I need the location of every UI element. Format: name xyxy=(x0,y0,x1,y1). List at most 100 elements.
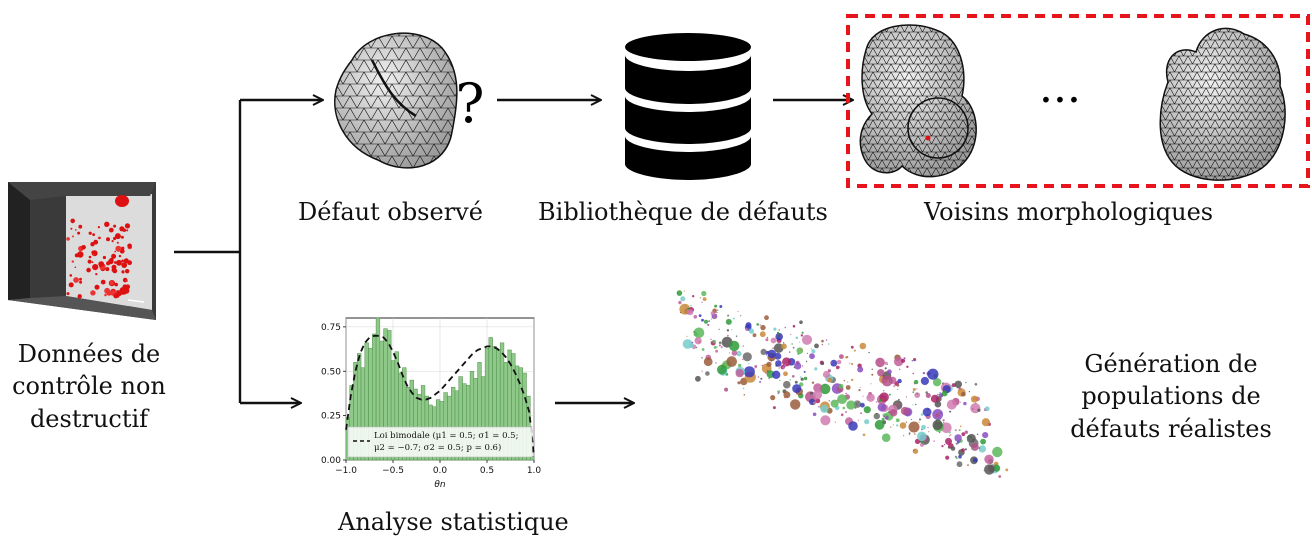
population-defect xyxy=(796,382,798,384)
ct-defect xyxy=(66,292,70,296)
population-defect xyxy=(699,297,702,299)
population-defect xyxy=(888,408,891,411)
ct-defect xyxy=(113,293,119,299)
population-defect xyxy=(745,322,752,329)
ct-defect-cloud xyxy=(66,195,133,299)
ct-defect xyxy=(115,195,129,207)
population-defect xyxy=(790,333,792,335)
population-defect xyxy=(857,419,860,421)
population-defect xyxy=(695,375,701,382)
population-defect xyxy=(702,297,707,301)
population-defect xyxy=(896,384,900,387)
database-icon xyxy=(625,33,751,180)
population-defect xyxy=(868,395,871,399)
population-defect xyxy=(937,393,939,396)
population-defect xyxy=(689,343,695,348)
population-defect xyxy=(949,435,951,437)
ct-defect xyxy=(72,235,74,238)
population-defect xyxy=(914,433,916,435)
ct-defect xyxy=(109,280,114,285)
population-defect xyxy=(789,351,791,353)
ct-defect xyxy=(66,237,70,241)
population-defect xyxy=(919,442,925,447)
population-defect xyxy=(954,434,962,442)
population-defect xyxy=(978,445,986,453)
population-defect xyxy=(956,461,963,468)
ct-defect xyxy=(123,287,130,294)
label-statistical-analysis: Analyse statistique xyxy=(338,508,569,536)
population-defect xyxy=(732,317,735,320)
population-defect xyxy=(866,393,875,402)
population-defect xyxy=(806,352,809,354)
ct-defect xyxy=(75,229,77,231)
label-neighbors: Voisins morphologiques xyxy=(924,198,1214,226)
population-defect xyxy=(845,356,848,359)
ct-defect xyxy=(71,260,75,263)
population-defect xyxy=(973,458,978,463)
population-defect xyxy=(941,390,948,397)
label-generation-line-2: populations de xyxy=(1081,382,1261,411)
population-defect xyxy=(913,379,919,385)
chart-x-axis-label: θn xyxy=(434,480,446,490)
population-defect xyxy=(811,381,815,384)
population-defect xyxy=(687,307,690,310)
population-defect xyxy=(717,309,719,311)
ct-defect xyxy=(109,257,114,263)
population-defect xyxy=(839,354,844,359)
ct-defect xyxy=(73,277,79,283)
population-defect xyxy=(874,419,885,430)
population-defect xyxy=(726,356,737,367)
population-defect xyxy=(846,400,856,410)
population-defect xyxy=(966,437,973,443)
population-defect xyxy=(939,399,941,401)
x-tick-label: 1.0 xyxy=(527,466,542,476)
population-defect xyxy=(868,351,870,354)
population-defect xyxy=(792,346,795,349)
population-defect xyxy=(878,399,882,402)
population-defect xyxy=(766,336,769,339)
population-defect xyxy=(851,378,854,382)
label-ndt-line-1: Données de xyxy=(17,340,161,368)
ellipsis: ··· xyxy=(1039,75,1081,126)
population-defect xyxy=(875,357,885,368)
population-defect xyxy=(757,376,760,378)
population-defect xyxy=(809,353,815,360)
population-defect xyxy=(811,349,816,354)
population-defect xyxy=(701,370,703,372)
population-defect xyxy=(863,406,871,414)
population-defect xyxy=(948,438,950,440)
population-defect xyxy=(782,357,791,367)
population-defect xyxy=(820,415,831,426)
population-defect xyxy=(678,300,682,305)
population-defect xyxy=(980,438,986,445)
population-defect xyxy=(760,348,767,355)
population-defect xyxy=(881,398,885,402)
population-defect xyxy=(686,335,688,337)
label-observed-defect: Défaut observé xyxy=(298,198,483,226)
population-defect xyxy=(976,433,979,435)
population-defect xyxy=(783,371,788,377)
population-defect xyxy=(883,371,885,373)
population-defect xyxy=(896,424,899,427)
population-defect xyxy=(814,343,819,349)
population-defect xyxy=(922,407,932,417)
ct-defect xyxy=(77,294,82,299)
population-defect xyxy=(932,378,942,387)
population-defect xyxy=(925,391,928,394)
population-defect xyxy=(877,369,885,377)
population-defect xyxy=(781,343,787,350)
population-defect xyxy=(912,404,914,406)
ct-defect xyxy=(88,231,92,235)
population-defect xyxy=(731,350,738,356)
ct-defect xyxy=(126,229,129,232)
ct-defect xyxy=(120,235,124,239)
x-tick-label: 0.5 xyxy=(480,466,494,476)
population-defect xyxy=(791,343,793,345)
ct-defect xyxy=(87,259,92,264)
population-defect xyxy=(754,365,758,368)
population-defect xyxy=(760,324,766,331)
population-defect xyxy=(777,392,780,394)
population-defect xyxy=(910,418,913,421)
population-defect xyxy=(860,402,865,408)
population-defect xyxy=(797,352,800,356)
